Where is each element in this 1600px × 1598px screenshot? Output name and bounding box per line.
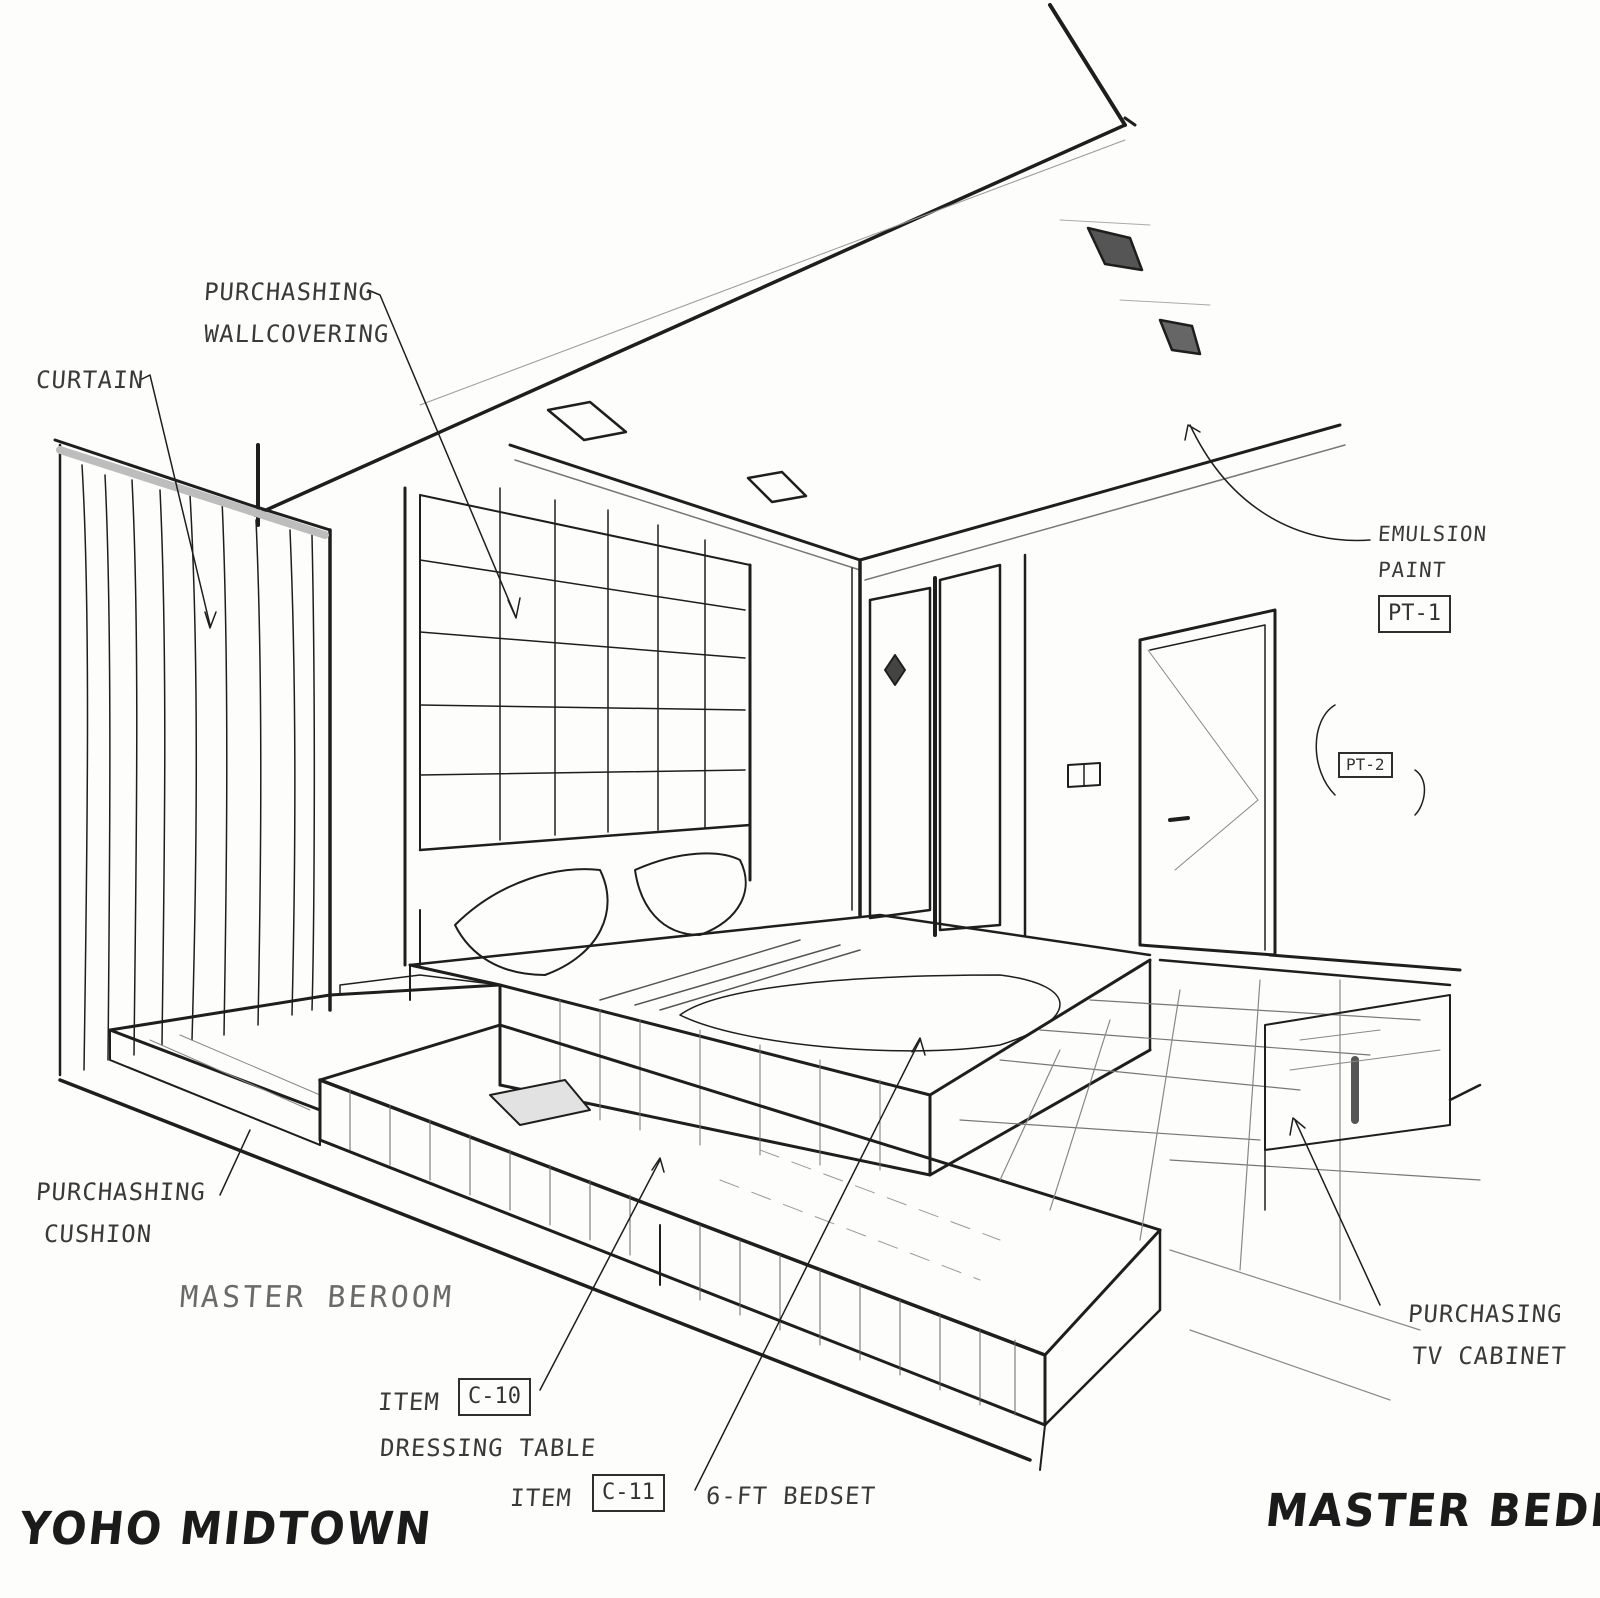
tv-cabinet-label-line2: TV CABINET <box>1411 1342 1568 1370</box>
emulsion-label-line1: EMULSION <box>1377 522 1489 546</box>
emulsion-label-line2: PAINT <box>1377 558 1448 582</box>
curtain-label: CURTAIN <box>35 366 146 394</box>
pt1-tag: PT-1 <box>1378 595 1451 633</box>
project-title: YOHO MIDTOWN <box>17 1502 436 1555</box>
wallcovering-label-line1: PURCHASHING <box>203 278 375 306</box>
cushion-label-line2: CUSHION <box>43 1220 154 1248</box>
wallcovering-label-line2: WALLCOVERING <box>203 320 391 348</box>
platform-cushion <box>108 974 502 1146</box>
wardrobe-and-door <box>868 553 1277 957</box>
annotation-leaders <box>139 289 1426 1491</box>
item-c11-description: 6-FT BEDSET <box>705 1482 877 1510</box>
wallcovering-grid <box>403 486 862 967</box>
ceiling-lines <box>253 3 1346 581</box>
tv-cabinet-label-line1: PURCHASING <box>1407 1300 1564 1328</box>
item-c11-prefix: ITEM <box>509 1484 573 1512</box>
item-c11-code: C-11 <box>592 1474 665 1512</box>
cushion-label-line1: PURCHASHING <box>35 1178 207 1206</box>
dressing-table <box>318 1023 1162 1427</box>
ceiling-downlights <box>546 219 1211 504</box>
room-title: MASTER BEDROOM <box>1263 1484 1600 1537</box>
item-c10-code: C-10 <box>458 1378 531 1416</box>
tv-cabinet <box>1264 994 1451 1211</box>
bed <box>408 852 1152 1177</box>
pt2-tag: PT-2 <box>1338 752 1393 778</box>
item-c10-description: DRESSING TABLE <box>379 1434 598 1462</box>
curtain-drape <box>53 438 332 1077</box>
item-c10-prefix: ITEM <box>377 1388 441 1416</box>
room-name-label: MASTER BEROOM <box>178 1280 456 1315</box>
floor-lines <box>58 953 1482 1471</box>
